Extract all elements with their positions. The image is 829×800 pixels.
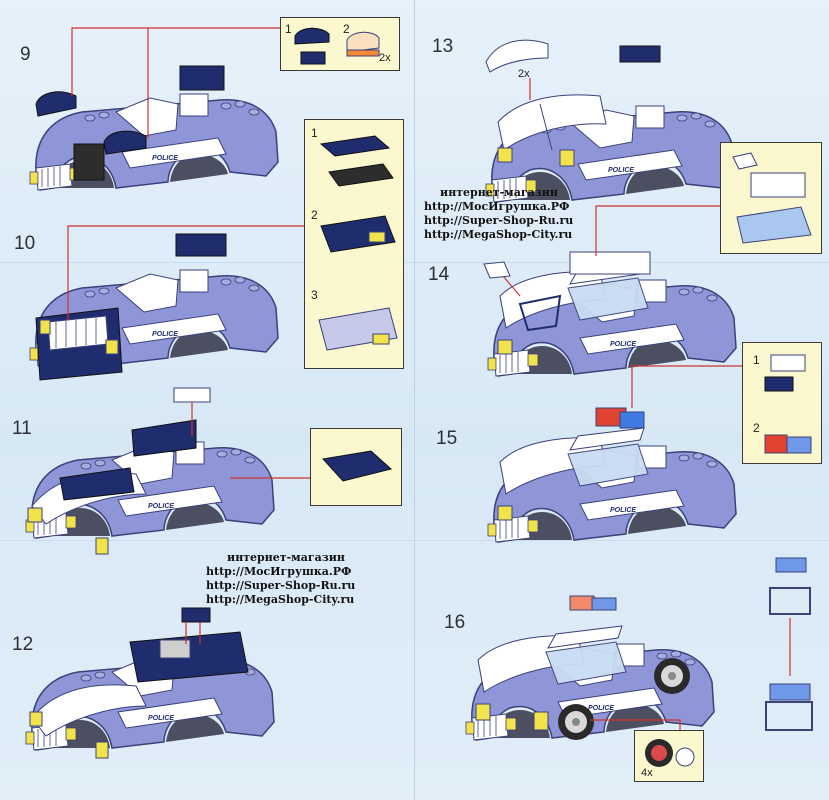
shop-title: интернет-магазин bbox=[227, 551, 345, 564]
callout-label: 3 bbox=[311, 288, 318, 302]
step-10-illustration bbox=[29, 225, 304, 381]
callout-label: 1 bbox=[311, 126, 318, 140]
callout-label: 2 bbox=[311, 208, 318, 222]
quantity-label: 2x bbox=[518, 68, 530, 80]
callout-pieces bbox=[318, 135, 398, 351]
step-11-illustration bbox=[25, 387, 310, 555]
step-9-illustration bbox=[29, 27, 282, 191]
step-16-callout: 4x bbox=[634, 730, 704, 782]
step-14-illustration bbox=[483, 205, 737, 377]
wheel-icon bbox=[654, 658, 690, 694]
tile-piece-icon bbox=[483, 261, 511, 279]
step-16-illustration bbox=[465, 557, 813, 741]
step-11-callout bbox=[310, 428, 402, 506]
shop-link[interactable]: http://Super-Shop-Ru.ru bbox=[206, 579, 356, 592]
bracket-piece-icon bbox=[769, 587, 811, 615]
page-fold-horizontal bbox=[0, 262, 829, 263]
step-10-callout: 1 2 3 bbox=[304, 119, 404, 369]
quantity-label: 4x bbox=[641, 767, 653, 779]
shop-info-block: интернет-магазин http://МосИгрушка.РФ ht… bbox=[424, 186, 574, 242]
page-fold-horizontal bbox=[0, 540, 829, 541]
callout-label: 2 bbox=[753, 421, 760, 435]
step-number: 10 bbox=[14, 233, 36, 254]
shop-link[interactable]: http://МосИгрушка.РФ bbox=[424, 200, 570, 213]
callout-pieces bbox=[764, 354, 812, 454]
callout-pieces bbox=[322, 450, 393, 482]
step-number: 16 bbox=[444, 612, 466, 633]
shop-link[interactable]: http://MegaShop-City.ru bbox=[206, 593, 355, 606]
step-number: 12 bbox=[12, 634, 34, 655]
step-number: 11 bbox=[12, 418, 32, 439]
shop-info-block: интернет-магазин http://МосИгрушка.РФ ht… bbox=[206, 551, 366, 607]
callout-label: 1 bbox=[753, 353, 760, 367]
shop-link[interactable]: http://МосИгрушка.РФ bbox=[206, 565, 352, 578]
callout-label: 1 bbox=[285, 22, 292, 36]
siren-piece-icon bbox=[775, 557, 807, 573]
step-9-callout: 1 2 2x bbox=[280, 17, 400, 71]
shop-title: интернет-магазин bbox=[440, 186, 558, 199]
step-number: 13 bbox=[432, 36, 454, 57]
callout-pieces bbox=[294, 27, 380, 65]
shop-link[interactable]: http://MegaShop-City.ru bbox=[424, 228, 573, 241]
callout-pieces bbox=[645, 739, 695, 767]
shop-link[interactable]: http://Super-Shop-Ru.ru bbox=[424, 214, 574, 227]
step-14-callout bbox=[720, 142, 822, 254]
quantity-label: 2x bbox=[379, 52, 391, 64]
step-13-illustration bbox=[485, 39, 735, 203]
curved-slope-piece-icon bbox=[485, 39, 549, 73]
step-15-illustration bbox=[487, 365, 742, 543]
step-number: 9 bbox=[20, 44, 31, 65]
step-number: 14 bbox=[428, 264, 450, 285]
wheel-icon bbox=[558, 704, 594, 740]
page-fold-vertical bbox=[414, 0, 415, 800]
step-15-callout: 1 2 bbox=[742, 342, 822, 464]
step-12-illustration bbox=[25, 607, 275, 759]
callout-pieces bbox=[732, 152, 812, 244]
step-number: 15 bbox=[436, 428, 458, 449]
callout-label: 2 bbox=[343, 22, 350, 36]
